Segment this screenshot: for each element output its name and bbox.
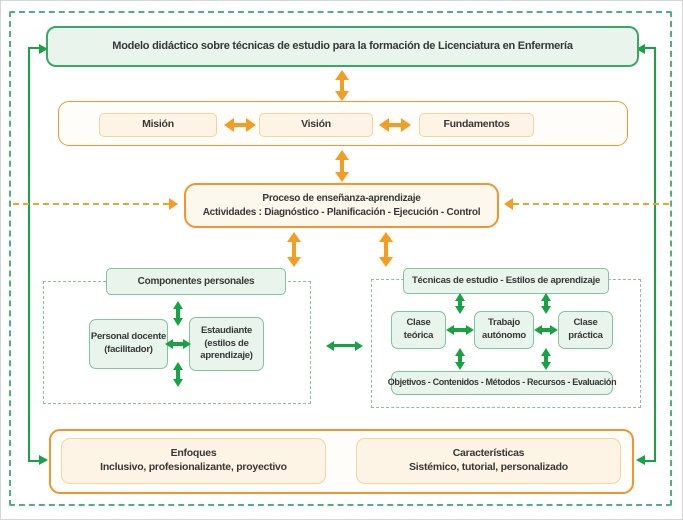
study-techniques-header-label: Técnicas de estudio - Estilos de aprendi… — [411, 274, 601, 286]
class-practice-box: Clase práctica — [558, 311, 613, 349]
autonomous-work-line1: Trabajo — [487, 317, 521, 329]
approaches-box: Enfoques Inclusivo, profesionalizante, p… — [61, 438, 326, 484]
techniques-footer-box: Objetivos - Contenidos - Métodos - Recur… — [387, 371, 617, 395]
class-theory-line1: Clase — [406, 317, 431, 329]
vision-fundamentos-arrow — [379, 118, 411, 132]
vision-label: Visión — [301, 118, 331, 131]
tech-top-left-arrow — [454, 293, 466, 314]
teacher-line1: Personal docente — [90, 331, 167, 343]
student-line1: Estaudiante — [200, 325, 253, 337]
mision-label: Misión — [142, 118, 174, 131]
left-feedback-connector — [28, 47, 41, 462]
characteristics-title: Características — [452, 447, 525, 460]
pillars-process-arrow — [335, 150, 349, 182]
left-feed-dashed-line — [13, 203, 169, 205]
autonomous-practice-arrow — [534, 324, 558, 336]
tech-bottom-left-arrow — [454, 348, 466, 370]
characteristics-box: Características Sistémico, tutorial, per… — [356, 438, 621, 484]
mision-box: Misión — [99, 113, 217, 137]
theory-autonomous-arrow — [446, 324, 474, 336]
right-bottom-arrowhead-icon — [636, 455, 645, 465]
mision-vision-arrow — [224, 118, 256, 132]
right-feedback-connector — [643, 47, 656, 462]
class-theory-box: Clase teórica — [391, 311, 446, 349]
approaches-subtitle: Inclusivo, profesionalizante, proyectivo — [100, 461, 287, 473]
teacher-student-arrow — [165, 338, 191, 350]
student-line2: (estilos de — [204, 337, 249, 349]
process-title: Proceso de enseñanza-aprendizaje — [262, 193, 421, 205]
teacher-line2: (facilitador) — [104, 344, 153, 355]
techniques-footer-label: Objetivos - Contenidos - Métodos - Recur… — [387, 377, 617, 388]
process-personal-arrow — [287, 232, 301, 267]
fundamentos-label: Fundamentos — [443, 118, 510, 131]
outer-dashed-boundary — [9, 11, 672, 506]
tech-top-right-arrow — [540, 293, 552, 314]
autonomous-work-line2: autónomo — [482, 330, 526, 341]
class-theory-line2: teórica — [403, 330, 434, 341]
right-top-arrowhead-icon — [636, 43, 645, 54]
class-practice-line2: práctica — [568, 330, 603, 341]
right-feed-arrowhead-icon — [504, 198, 513, 210]
right-feed-dashed-line — [513, 203, 669, 205]
vision-box: Visión — [259, 113, 373, 137]
model-title-text: Modelo didáctico sobre técnicas de estud… — [112, 40, 573, 53]
model-title-banner: Modelo didáctico sobre técnicas de estud… — [46, 26, 639, 67]
personal-components-header-label: Componentes personales — [137, 275, 255, 287]
sections-link-arrow — [326, 339, 363, 352]
personal-bottom-arrow — [172, 362, 184, 387]
tech-bottom-right-arrow — [540, 348, 552, 370]
autonomous-work-box: Trabajo autónomo — [474, 311, 534, 349]
personal-top-arrow — [172, 301, 184, 326]
teacher-box: Personal docente (facilitador) — [89, 319, 168, 369]
study-techniques-header: Técnicas de estudio - Estilos de aprendi… — [403, 268, 609, 294]
student-box: Estaudiante (estilos de aprendizaje) — [189, 317, 264, 371]
left-feed-arrowhead-icon — [169, 198, 178, 210]
left-bottom-arrowhead-icon — [39, 455, 48, 465]
student-line3: aprendizaje) — [200, 350, 253, 362]
process-techniques-arrow — [379, 232, 393, 267]
process-activities: Actividades : Diagnóstico - Planificació… — [202, 206, 481, 218]
banner-pillars-arrow — [335, 70, 349, 101]
personal-components-header: Componentes personales — [106, 268, 286, 295]
fundamentos-box: Fundamentos — [419, 113, 534, 137]
characteristics-subtitle: Sistémico, tutorial, personalizado — [409, 461, 568, 473]
process-box: Proceso de enseñanza-aprendizaje Activid… — [184, 183, 499, 228]
approaches-title: Enfoques — [170, 447, 217, 460]
left-top-arrowhead-icon — [39, 43, 48, 54]
class-practice-line1: Clase — [573, 317, 598, 329]
